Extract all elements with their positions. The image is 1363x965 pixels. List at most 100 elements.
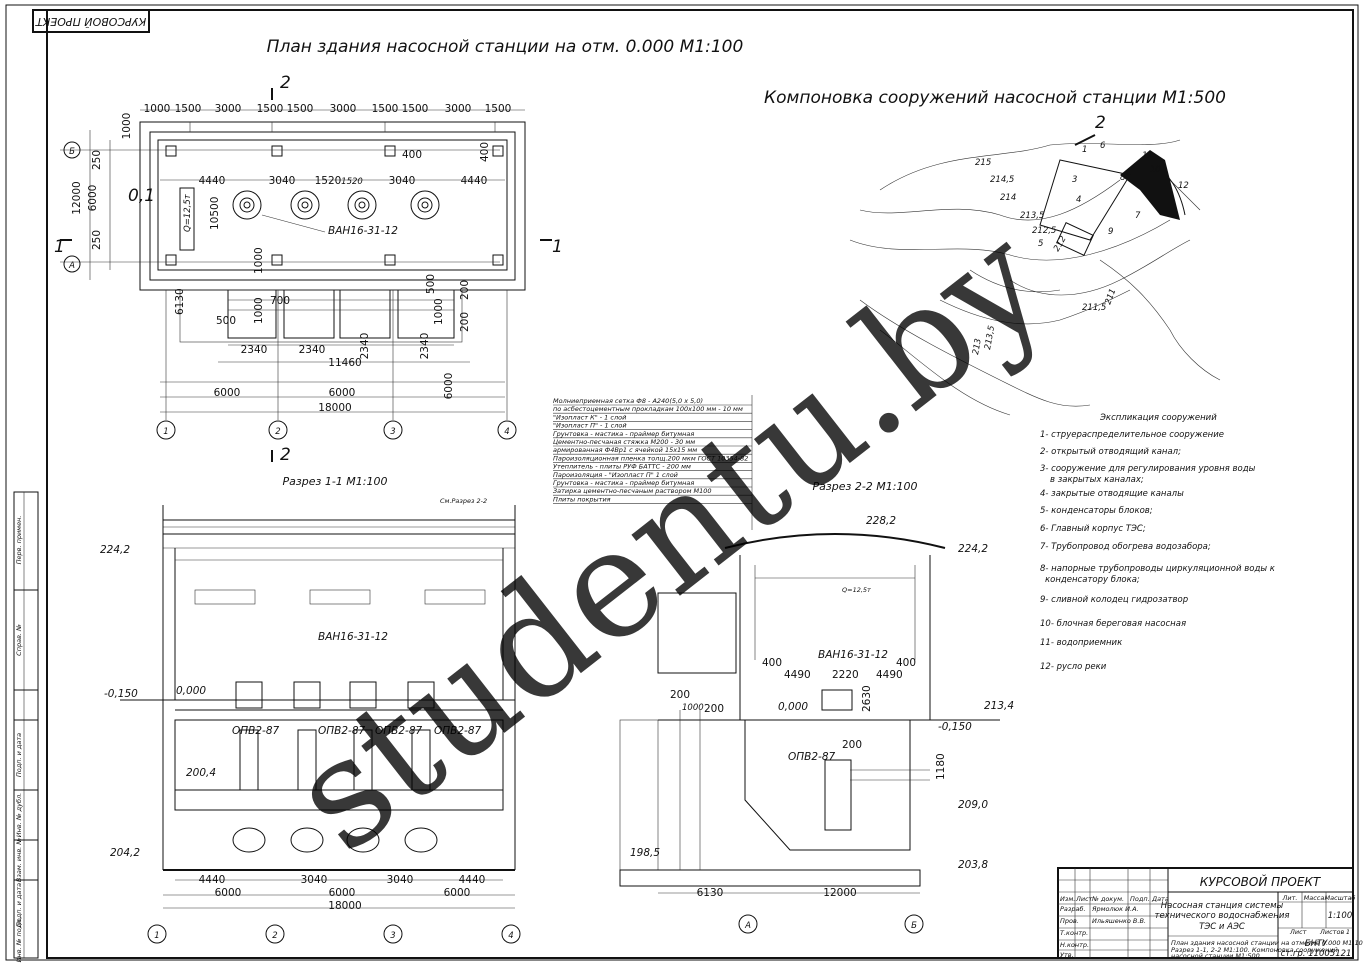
roof-layer-7: армированная Ф4Вр1 с ячейкой 15х15 мм: [553, 446, 697, 454]
explication-item-10: 10- блочная береговая насосная: [1040, 619, 1186, 629]
section22-level-1: 228,2: [866, 515, 896, 527]
tb-row-razrab: Разраб.: [1060, 905, 1086, 913]
section11-low-pump-4: ОПВ2-87: [434, 725, 482, 737]
dim-inner-1: 4440: [199, 175, 226, 187]
section11-level-2: -0,150: [104, 688, 138, 700]
section11-dim-2: 3040: [301, 874, 328, 886]
layout-mark-4: 4: [1076, 195, 1081, 205]
dim-left-3: 12000: [71, 181, 83, 214]
section11-level-3: 0,000: [176, 685, 206, 697]
dim-top-8: 1500: [402, 103, 429, 115]
explication-item-8: 8- напорные трубопроводы циркуляционной …: [1040, 564, 1276, 574]
tb-row-izm: Изм.: [1060, 895, 1075, 903]
tb-row-utv: Утв.: [1060, 951, 1074, 959]
plan-level-mark: 0,1: [128, 186, 155, 206]
plan-pump-label: ВАН16-31-12: [328, 225, 398, 237]
plan-view: План здания насосной станции на отм. 0.0…: [54, 37, 743, 465]
tb-name-1: Ярмолюк И.А.: [1091, 905, 1139, 913]
layout-mark-11: 11: [1142, 151, 1153, 161]
title-block: КУРСОВОЙ ПРОЕКТ Насосная станция системы…: [1057, 867, 1363, 960]
row-axis-b: [63, 141, 81, 159]
dim-below-9: 200: [459, 312, 471, 332]
tb-org: БНТУ: [1305, 939, 1328, 949]
side-stamp-1: Перв. примен.: [15, 516, 23, 565]
section11-axes: 1 2 3 4: [147, 924, 521, 944]
roof-layer-3: "Изопласт К" - 1 слой: [553, 413, 626, 421]
side-stamp-5: Взам. инв. №: [15, 838, 23, 882]
section22-bottom-1: 6130: [697, 887, 724, 899]
explication-title: Экспликация сооружений: [1099, 413, 1217, 423]
plan-axis-1: 1: [163, 427, 168, 437]
explication-item-12: 12- русло реки: [1040, 662, 1107, 672]
tb-sheet-label: Лист: [1289, 928, 1307, 936]
section11-axis-1: 1: [154, 931, 159, 941]
explication-item-8b: конденсатору блока;: [1045, 575, 1140, 585]
top-stamp: КУРСОВОЙ ПРОЕКТ: [32, 9, 150, 33]
section22-level-3: 213,4: [984, 700, 1014, 712]
section11-culverts: [232, 827, 438, 853]
section22-dim-11: 200: [704, 703, 724, 715]
tb-scale: 1:100: [1328, 911, 1353, 921]
plan-axis-2: 2: [275, 427, 280, 437]
layout-mark-9: 9: [1108, 227, 1113, 237]
side-stamp-2: Справ. №: [15, 624, 23, 656]
section11-axis-2: 2: [272, 931, 277, 941]
dim-below-8: 1000: [433, 298, 445, 325]
roof-layer-4: "Изопласт П" - 1 слой: [553, 422, 627, 430]
contour-6: 212: [1052, 234, 1069, 253]
explication: Экспликация сооружений 1- струераспредел…: [1040, 413, 1276, 672]
title-block-header: КУРСОВОЙ ПРОЕКТ: [1200, 874, 1322, 889]
layout-mark-1: 1: [1082, 145, 1087, 155]
dim-inner-5: 3040: [389, 175, 416, 187]
section11-low-pump-2: ОПВ2-87: [318, 725, 366, 737]
plan-pumps: [232, 190, 440, 220]
explication-item-2: 2- открытый отводящий канал;: [1040, 447, 1181, 457]
tb-col-mass: Масса: [1304, 894, 1325, 902]
roof-layers-legend: Молниеприемная сетка Ф8 - А240(5,0 х 5,0…: [553, 395, 753, 530]
tb-name-2: Ильяшенко В.В.: [1092, 917, 1146, 925]
contour-8: 211: [1103, 287, 1118, 306]
side-stamp-4: Инв. № дубл.: [15, 793, 23, 837]
plan-inner-width: 10500: [209, 197, 221, 230]
section-2-2: Разрез 2-2 М1:100 Q=12,5т ВАН16-31-12 ОП…: [619, 480, 1014, 934]
tb-row-prov: Пров.: [1060, 917, 1079, 925]
layout-mark-6: 6: [1100, 141, 1106, 151]
section22-crane: Q=12,5т: [842, 586, 871, 594]
dim-plan-total: 18000: [318, 402, 351, 414]
section22-low-pump: ОПВ2-87: [788, 751, 836, 763]
inner-frame: [46, 9, 1354, 959]
plan-top-dims: 1000 1500 3000 1500 1500 3000 1500 1500 …: [144, 103, 512, 115]
roof-layer-6: Цементно-песчаная стяжка М200 - 30 мм: [553, 438, 695, 446]
roof-layer-1: Молниеприемная сетка Ф8 - А240(5,0 х 5,0…: [553, 397, 703, 405]
section22-level-2: 224,2: [958, 543, 988, 555]
explication-item-6: 6- Главный корпус ТЭС;: [1040, 524, 1146, 534]
section11-dim-4: 4440: [459, 874, 486, 886]
section11-low-pump-3: ОПВ2-87: [375, 725, 423, 737]
section11-level-5: 204,2: [110, 847, 140, 859]
dim-top-3: 3000: [215, 103, 242, 115]
section22-dim-3: 2220: [832, 669, 859, 681]
dim-left-5: 250: [91, 230, 103, 250]
section11-bottom-2: 6000: [329, 887, 356, 899]
explication-item-9: 9- сливной колодец гидрозатвор: [1040, 595, 1188, 605]
section22-level-7: 203,8: [958, 859, 988, 871]
section22-axis-b: Б: [911, 921, 917, 931]
plan-axis-3: 3: [390, 427, 395, 437]
contour-7: 211,5: [1082, 303, 1106, 313]
section22-level-8: 198,5: [630, 847, 660, 859]
layout-mark-3: 3: [1072, 175, 1077, 185]
section-line-1-right: 1: [552, 237, 563, 257]
dim-below-6: 6130: [174, 288, 186, 315]
section11-pumps: [235, 681, 435, 791]
explication-item-5: 5- конденсаторы блоков;: [1040, 506, 1153, 516]
section11-bottom-1: 6000: [215, 887, 242, 899]
dim-top-7: 1500: [372, 103, 399, 115]
explication-item-4: 4- закрытые отводящие каналы: [1040, 489, 1184, 499]
tb-sheet-desc-3: насосной станции М1:500: [1171, 952, 1260, 960]
layout-mark-8: 8: [1120, 173, 1126, 183]
dim-inner-3: 1520: [315, 175, 342, 187]
watermark: studentu.by: [260, 194, 1077, 886]
section22-dim-10: 1000: [682, 703, 704, 713]
section11-level-4: 200,4: [186, 767, 216, 779]
top-stamp-text: КУРСОВОЙ ПРОЕКТ: [34, 15, 146, 28]
